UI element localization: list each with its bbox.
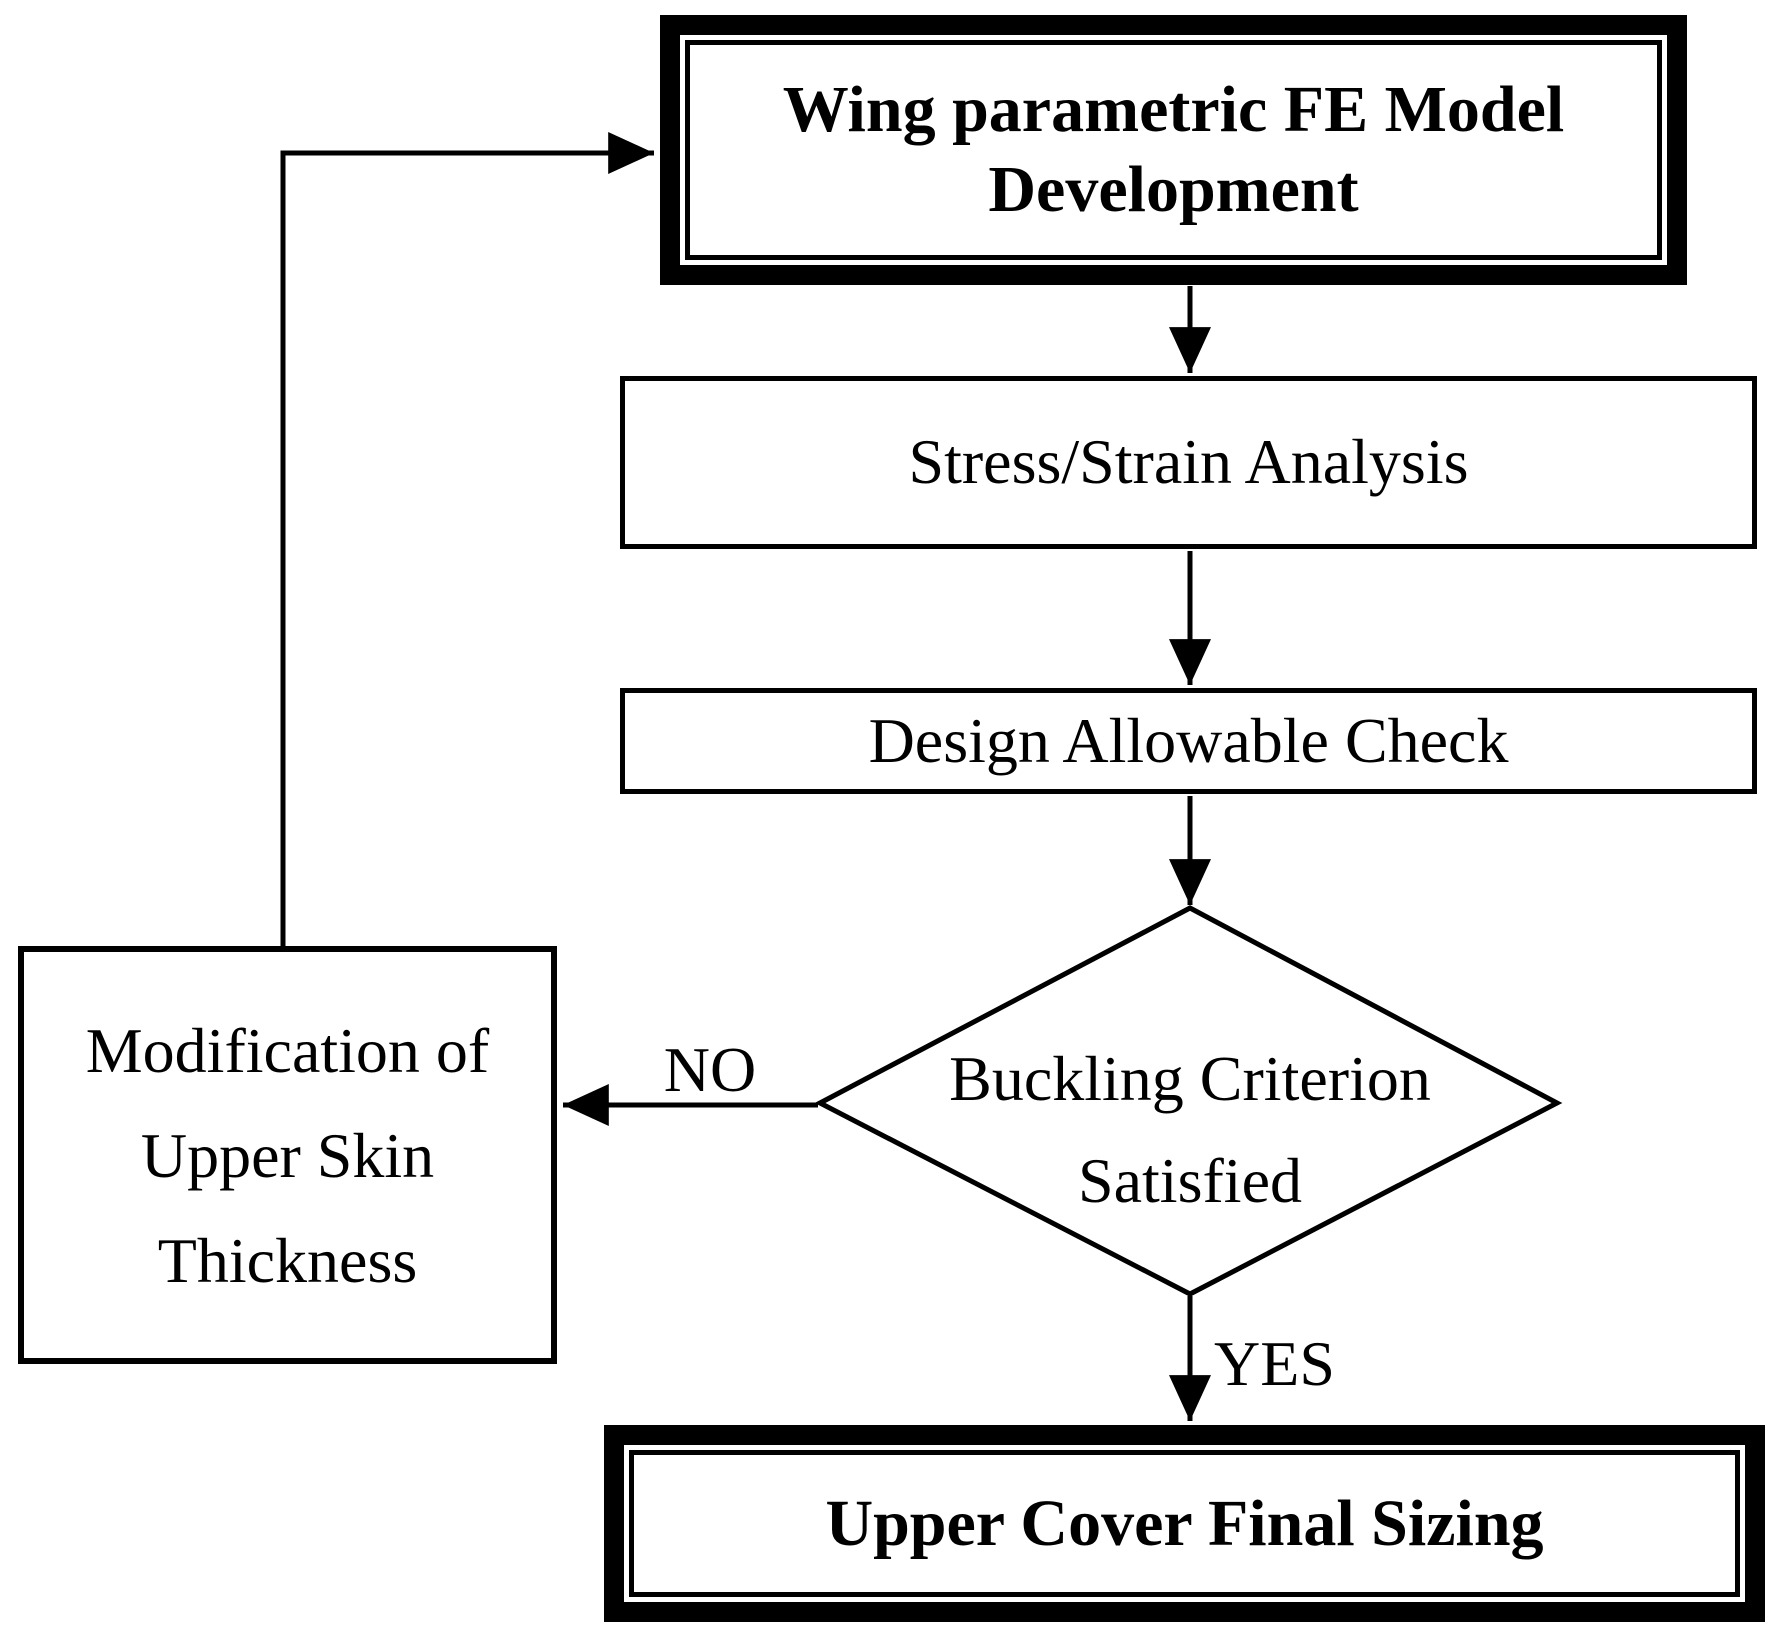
upper-cover-final-sizing-label: Upper Cover Final Sizing — [825, 1486, 1544, 1560]
modification-upper-skin-box: Modification of Upper Skin Thickness — [18, 946, 557, 1364]
modification-line-3: Thickness — [157, 1224, 418, 1296]
buckling-criterion-line-2: Satisfied — [1078, 1145, 1302, 1216]
stress-strain-analysis-label: Stress/Strain Analysis — [908, 426, 1469, 498]
upper-cover-final-sizing-inner: Upper Cover Final Sizing — [629, 1450, 1740, 1597]
buckling-criterion-line-1: Buckling Criterion — [949, 1043, 1431, 1114]
wing-fe-model-line-2: Development — [988, 153, 1359, 226]
buckling-criterion-diamond — [814, 905, 1563, 1297]
design-allowable-check-box: Design Allowable Check — [620, 688, 1757, 794]
upper-cover-final-sizing-box: Upper Cover Final Sizing — [604, 1425, 1765, 1622]
wing-fe-model-box: Wing parametric FE Model Development — [660, 15, 1687, 285]
wing-fe-model-box-inner: Wing parametric FE Model Development — [685, 40, 1662, 260]
design-allowable-check-label: Design Allowable Check — [868, 704, 1509, 776]
buckling-criterion-label: Buckling Criterion Satisfied — [890, 1028, 1490, 1232]
feedback-arrow-modification-to-model — [280, 132, 655, 946]
modification-line-1: Modification of — [85, 1014, 490, 1086]
yes-branch-label: YES — [1214, 1328, 1335, 1399]
no-branch-label: NO — [663, 1034, 757, 1105]
stress-strain-analysis-box: Stress/Strain Analysis — [620, 376, 1757, 549]
wing-fe-model-line-1: Wing parametric FE Model — [782, 73, 1565, 146]
modification-line-2: Upper Skin — [140, 1119, 435, 1191]
